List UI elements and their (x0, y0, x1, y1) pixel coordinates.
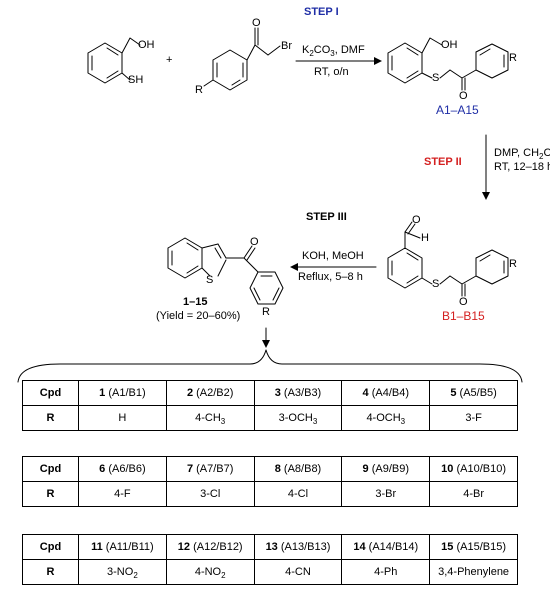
table-row-r: R 4-F 3-Cl 4-Cl 3-Br 4-Br (22, 481, 518, 507)
r-cell: 4-CH3 (165, 405, 255, 431)
s-label-product: S (206, 274, 214, 286)
a-series-label: A1–A15 (436, 103, 479, 117)
o-label-product: O (250, 236, 259, 248)
s-label-a: S (432, 72, 440, 84)
ch2oh-bond-sm1 (121, 37, 141, 54)
sh-bond-sm1 (121, 72, 131, 81)
cpd-cell: 14 (A14/B14) (341, 534, 431, 560)
step2-label: STEP II (424, 156, 462, 168)
cpd-cell: 10 (A10/B10) (429, 456, 518, 482)
benzene-ring-a-aryl (475, 43, 509, 79)
oh-label-sm1: OH (138, 39, 155, 51)
r-cell: 3-Cl (165, 481, 255, 507)
benzene-ring-sm2 (212, 49, 248, 91)
r-cell: 4-F (78, 481, 167, 507)
cpd-cell: 12 (A12/B12) (165, 534, 255, 560)
r-label-product: R (262, 306, 270, 318)
oh-label-a: OH (441, 39, 458, 51)
cpd-cell: 7 (A7/B7) (165, 456, 255, 482)
table-row-cpd: Cpd 6 (A6/B6) 7 (A7/B7) 8 (A8/B8) 9 (A9/… (22, 456, 518, 482)
cpd-cell: 1 (A1/B1) (78, 380, 167, 406)
r-cell: 4-OCH3 (341, 405, 431, 431)
step1-reagents: K2CO3, DMF (302, 44, 365, 59)
curly-brace (17, 349, 523, 383)
cpd-cell: 13 (A13/B13) (253, 534, 343, 560)
r-header: R (22, 559, 79, 585)
table-row-cpd: Cpd 11 (A11/B11) 12 (A12/B12) 13 (A13/B1… (22, 534, 518, 560)
r-header: R (22, 405, 79, 431)
table-row-cpd: Cpd 1 (A1/B1) 2 (A2/B2) 3 (A3/B3) 4 (A4/… (22, 380, 518, 406)
aldehyde-o-label: O (412, 214, 421, 226)
product-label: 1–15 (183, 296, 208, 308)
s-label-b: S (432, 278, 440, 290)
cpd-cell: 3 (A3/B3) (253, 380, 343, 406)
product-yield: (Yield = 20–60%) (156, 310, 241, 322)
table-row-r: R H 4-CH3 3-OCH3 4-OCH3 3-F (22, 405, 518, 431)
r-cell: 4-NO2 (165, 559, 255, 585)
benzene-ring-sm1 (87, 42, 123, 84)
step1-label: STEP I (304, 6, 339, 18)
step1-time: RT, o/n (314, 66, 349, 78)
r-cell: 3-F (429, 405, 518, 431)
plus-sign: + (166, 54, 173, 66)
o-label-a: O (459, 90, 468, 102)
r-header: R (22, 481, 79, 507)
r-label-a: R (509, 52, 517, 64)
step2-reagents: DMP, CH2Cl2, (494, 147, 550, 162)
substituent-table-2: Cpd 6 (A6/B6) 7 (A7/B7) 8 (A8/B8) 9 (A9/… (22, 456, 518, 507)
cpd-header: Cpd (22, 456, 79, 482)
b-series-label: B1–B15 (442, 309, 485, 323)
cpd-header: Cpd (22, 380, 79, 406)
br-label: Br (281, 40, 292, 52)
benzene-ring-b-aryl (475, 249, 509, 285)
r-label-b: R (509, 258, 517, 270)
cpd-cell: 15 (A15/B15) (429, 534, 518, 560)
carbonyl-o-sm2: O (252, 17, 261, 29)
cpd-cell: 6 (A6/B6) (78, 456, 167, 482)
step2-time: RT, 12–18 h (494, 161, 550, 173)
r-cell: 3-OCH3 (253, 405, 343, 431)
r-cell: 4-Br (429, 481, 518, 507)
step3-time: Reflux, 5–8 h (298, 271, 363, 283)
substituent-table-3: Cpd 11 (A11/B11) 12 (A12/B12) 13 (A13/B1… (22, 534, 518, 585)
benzene-ring-a (387, 42, 423, 84)
benzothiophene-ring (167, 237, 227, 279)
r-cell: 4-CN (253, 559, 343, 585)
r-cell: 3-NO2 (78, 559, 167, 585)
o-label-b: O (459, 296, 468, 308)
r-cell: 3,4-Phenylene (429, 559, 518, 585)
step3-reagents: KOH, MeOH (302, 250, 364, 262)
table-row-r: R 3-NO2 4-NO2 4-CN 4-Ph 3,4-Phenylene (22, 559, 518, 585)
cpd-cell: 8 (A8/B8) (253, 456, 343, 482)
cpd-cell: 9 (A9/B9) (341, 456, 431, 482)
r-cell: 3-Br (341, 481, 431, 507)
aldehyde-h-label: H (421, 232, 429, 244)
cpd-cell: 11 (A11/B11) (78, 534, 167, 560)
sh-label: SH (128, 74, 144, 86)
cpd-header: Cpd (22, 534, 79, 560)
cpd-cell: 2 (A2/B2) (165, 380, 255, 406)
benzene-ring-product-aryl (249, 271, 284, 305)
r-label-sm2: R (195, 84, 203, 96)
substituent-table-1: Cpd 1 (A1/B1) 2 (A2/B2) 3 (A3/B3) 4 (A4/… (22, 380, 518, 431)
r-cell: H (78, 405, 167, 431)
r-cell: 4-Cl (253, 481, 343, 507)
cpd-cell: 5 (A5/B5) (429, 380, 518, 406)
benzene-ring-b (387, 247, 423, 289)
cpd-cell: 4 (A4/B4) (341, 380, 431, 406)
step3-label: STEP III (306, 211, 347, 223)
r-cell: 4-Ph (341, 559, 431, 585)
